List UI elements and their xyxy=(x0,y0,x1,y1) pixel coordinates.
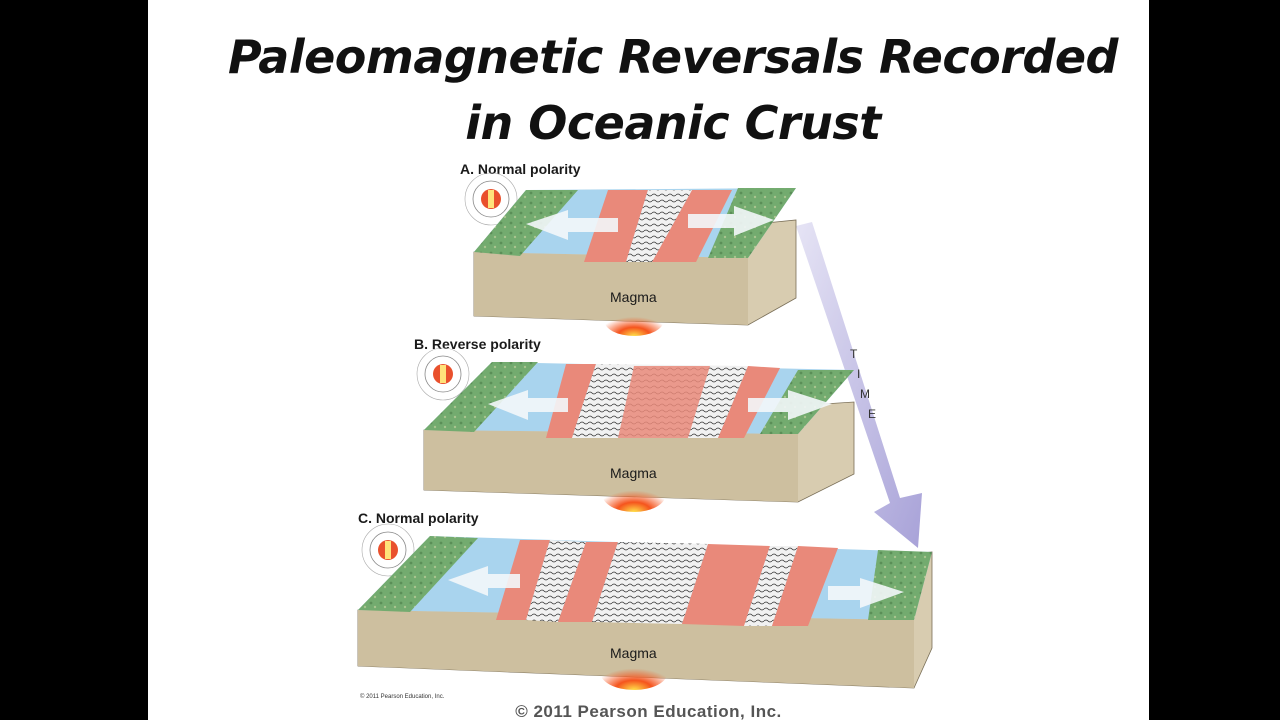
time-letter-e: E xyxy=(868,407,876,421)
magnet-icon xyxy=(416,347,470,401)
panel-c: C. Normal polarity Magma xyxy=(357,510,933,690)
title-line-2: in Oceanic Crust xyxy=(465,96,881,150)
panel-c-label: C. Normal polarity xyxy=(358,510,479,526)
slide: Paleomagnetic Reversals Recorded in Ocea… xyxy=(148,0,1149,720)
title-line-1: Paleomagnetic Reversals Recorded xyxy=(228,30,1118,84)
figure-copyright: © 2011 Pearson Education, Inc. xyxy=(360,693,445,700)
time-arrow: T I M E xyxy=(796,222,922,548)
panel-c-magma-label: Magma xyxy=(610,645,657,661)
time-letter-m: M xyxy=(860,387,870,401)
panel-b-magma-label: Magma xyxy=(610,465,657,481)
slide-footer: © 2011 Pearson Education, Inc. xyxy=(515,702,782,720)
panel-a: A. Normal polarity Magma xyxy=(460,161,797,336)
panel-b-label: B. Reverse polarity xyxy=(414,336,541,352)
panel-b: B. Reverse polarity Magma xyxy=(414,336,855,512)
slide-title: Paleomagnetic Reversals Recorded in Ocea… xyxy=(148,24,1149,156)
panel-a-magma-label: Magma xyxy=(610,289,657,305)
magnet-icon xyxy=(464,172,518,226)
magnet-icon xyxy=(361,523,415,577)
time-letter-t: T xyxy=(850,347,858,361)
seafloor-spreading-figure: T I M E A. Normal polarity xyxy=(357,161,933,700)
panel-a-label: A. Normal polarity xyxy=(460,161,581,177)
time-letter-i: I xyxy=(857,367,860,381)
